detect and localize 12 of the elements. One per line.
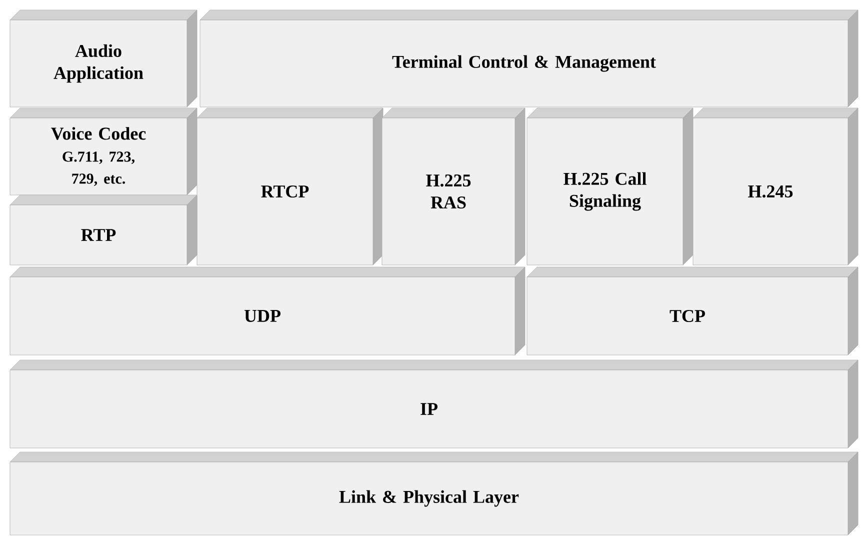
protocol-layer-box: Audio Application [10, 10, 198, 108]
protocol-layer-box: H.225 RAS [382, 108, 526, 266]
protocol-layer-box: TCP [526, 266, 858, 356]
protocol-layer-box: RTP [10, 194, 198, 266]
protocol-layer-box: Voice Codec G.711, 723, 729, etc. [10, 108, 198, 196]
protocol-layer-box: UDP [10, 266, 526, 356]
protocol-layer-box: Link & Physical Layer [10, 452, 858, 536]
protocol-layer-box: RTCP [196, 108, 384, 266]
protocol-layer-box: Terminal Control & Management [200, 10, 858, 108]
protocol-layer-box: IP [10, 360, 858, 448]
protocol-layer-box: H.225 Call Signaling [526, 108, 694, 266]
protocol-layer-box: H.245 [692, 108, 858, 266]
